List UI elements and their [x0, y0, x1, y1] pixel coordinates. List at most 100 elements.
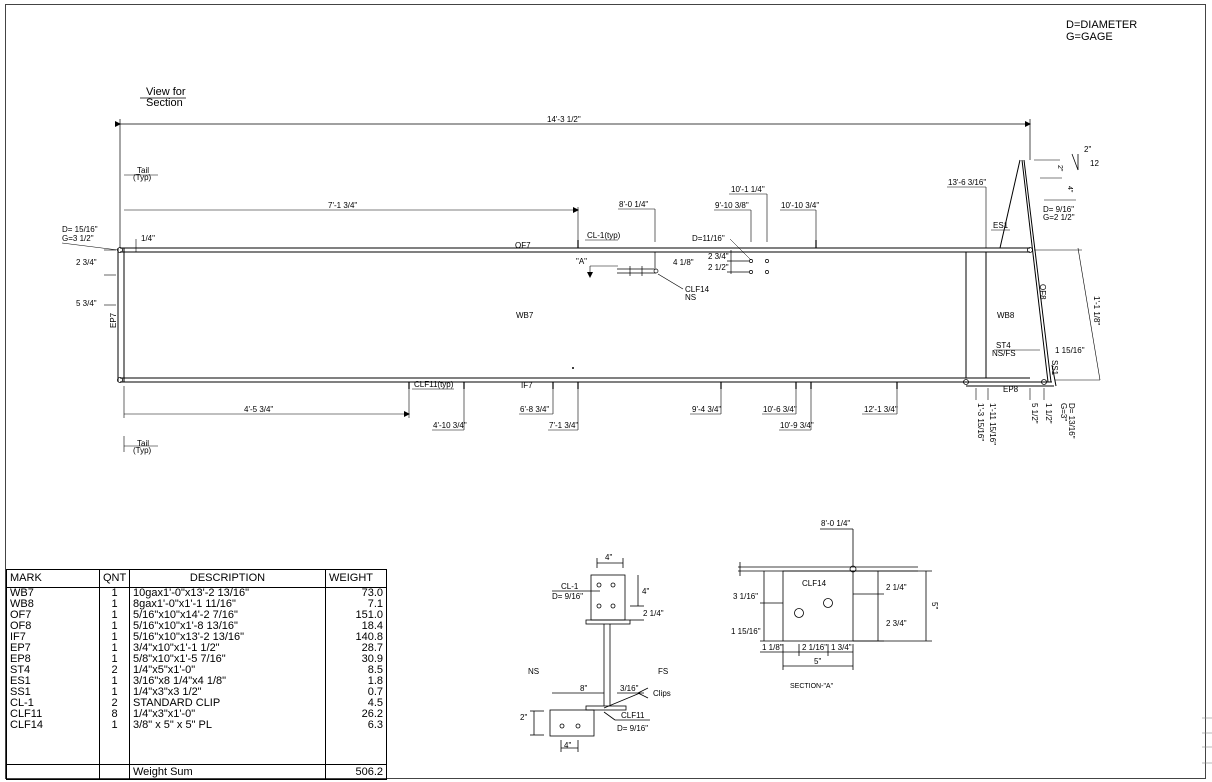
cell-qnt: 2 [99, 665, 130, 676]
bottom-clips [408, 382, 898, 389]
cell-mark: CLF14 [6, 720, 100, 731]
st4-label: ST4 [996, 341, 1011, 350]
cell-weight: 73.0 [325, 587, 387, 599]
cell-weight: 6.3 [325, 720, 387, 731]
cell-description: 5/16"x10"x14'-2 7/16" [129, 610, 326, 621]
clip-dim-4-side: 4" [642, 587, 649, 596]
cell-mark: SS1 [6, 687, 100, 698]
clip-cl1-diameter: D= 9/16" [552, 592, 583, 601]
section-a-caption: SECTION-"A" [790, 683, 834, 690]
cl1-typ-label: CL-1(typ) [587, 231, 621, 240]
clf14-label: CLF14 [685, 285, 710, 294]
section-a-detail [738, 528, 932, 670]
cell-description: 3/16"x8 1/4"x4 1/8" [129, 676, 326, 687]
dim-8-0-1-4: 8'-0 1/4" [619, 200, 648, 209]
cell-description: 3/8" x 5" x 5" PL [129, 720, 326, 731]
clf14-side: NS [685, 293, 696, 302]
dim-10-9-3-4: 10'-9 3/4" [780, 421, 814, 430]
hole-left-diameter: D= 15/16" [62, 225, 98, 234]
ep7-label: EP7 [109, 312, 118, 328]
clip-detail [530, 558, 650, 752]
cell-qnt: 1 [99, 587, 130, 599]
ep8-label: EP8 [1003, 385, 1019, 394]
cell-qnt: 2 [99, 698, 130, 709]
cell-weight: 0.7 [325, 687, 387, 698]
cell-weight: 26.2 [325, 709, 387, 720]
legend-diameter: D=DIAMETER [1066, 19, 1137, 31]
cell-weight: 30.9 [325, 654, 387, 665]
dim-10-10-3-4: 10'-10 3/4" [781, 201, 819, 210]
hole-left-gage: G=3 1/2" [62, 234, 94, 243]
section-a-marker: "A" [576, 257, 587, 266]
dim-6-8-3-4: 6'-8 3/4" [520, 405, 549, 414]
weight-sum-value: 506.2 [325, 764, 387, 780]
cell-qnt: 1 [99, 720, 130, 731]
hole-bottom-gage: G=3" [1059, 403, 1068, 421]
cell-description: 5/16"x10"x1'-8 13/16" [129, 621, 326, 632]
cell-mark: EP8 [6, 654, 100, 665]
hole-bottom-diameter: D= 13/16" [1067, 403, 1076, 439]
cell-description: 8gax1'-0"x1'-1 11/16" [129, 599, 326, 610]
cell-mark: CLF11 [6, 709, 100, 720]
hole-right-diameter: D= 9/16" [1043, 205, 1074, 214]
section-dim-8-0-1-4: 8'-0 1/4" [821, 519, 850, 528]
dim-1-11-15-16: 1'-11 15/16" [988, 403, 997, 445]
dim-2-3-4-mid: 2 3/4" [708, 252, 729, 261]
dim-9-10-3-8: 9'-10 3/8" [715, 201, 749, 210]
table-header-row: MARK QNT DESCRIPTION WEIGHT [6, 569, 387, 588]
clip-weld-size: 3/16" [620, 684, 639, 693]
cell-description: 1/4"x3"x1'-0" [129, 709, 326, 720]
col-header-description: DESCRIPTION [129, 569, 326, 588]
dim-4-5-3-4: 4'-5 3/4" [244, 405, 273, 414]
cell-qnt: 1 [99, 654, 130, 665]
cell-description: STANDARD CLIP [129, 698, 326, 709]
cell-weight: 4.5 [325, 698, 387, 709]
section-dim-2-3-4: 2 3/4" [886, 619, 907, 628]
dim-2-3-4-left: 2 3/4" [76, 258, 97, 267]
cell-mark: EP7 [6, 643, 100, 654]
clip-clf11-diameter: D= 9/16" [617, 724, 648, 733]
clip-dim-4-top: 4" [605, 553, 612, 562]
col-header-qnt: QNT [99, 569, 130, 588]
dim-5-1-2: 5 1/2" [1030, 403, 1039, 424]
slope-rise: 2" [1084, 145, 1091, 154]
of7-label: OF7 [515, 241, 531, 250]
section-dim-2-1-16: 2 1/16" [802, 643, 827, 652]
web-holes [727, 250, 769, 274]
dim-1-4: 1/4" [141, 234, 155, 243]
cell-qnt: 1 [99, 676, 130, 687]
cell-mark: OF8 [6, 621, 100, 632]
tail-bottom-line1: Tail [137, 439, 149, 448]
weight-sum-label: Weight Sum [129, 764, 326, 780]
section-dim-3-1-16: 3 1/16" [733, 592, 758, 601]
section-clf14-label: CLF14 [802, 579, 827, 588]
view-note-line2: Section [146, 97, 183, 109]
hole-mid-diameter: D=11/16" [692, 234, 725, 243]
clip-dim-4-bottom: 4" [564, 741, 571, 750]
clip-clf11-label: CLF11 [621, 711, 645, 720]
es1-label: ES1 [993, 221, 1009, 230]
col-header-mark: MARK [6, 569, 100, 588]
dim-7-1-3-4: 7'-1 3/4" [328, 201, 357, 210]
col-header-weight: WEIGHT [325, 569, 387, 588]
cell-mark: IF7 [6, 632, 100, 643]
wb8-label: WB8 [997, 311, 1015, 320]
weight-sum-row: Weight Sum 506.2 [6, 764, 387, 780]
tail-top-line2: (Typ) [133, 173, 152, 182]
cell-mark: WB7 [6, 587, 100, 599]
cell-description: 5/16"x10"x13'-2 13/16" [129, 632, 326, 643]
overall-length-dimension [115, 119, 1031, 248]
dim-7-1-3-4-bottom: 7'-1 3/4" [549, 421, 578, 430]
cell-mark: WB8 [6, 599, 100, 610]
st4-side: NS/FS [992, 349, 1016, 358]
cell-mark: OF7 [6, 610, 100, 621]
section-dim-5-vertical: 5" [930, 602, 939, 609]
